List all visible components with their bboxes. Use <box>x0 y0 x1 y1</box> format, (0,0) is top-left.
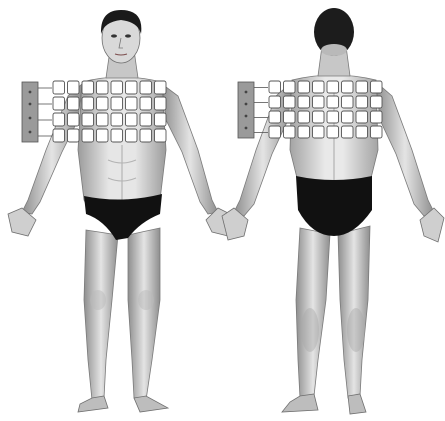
front-electrode-cell <box>53 97 65 110</box>
front-electrode-cell <box>155 129 167 142</box>
back-electrode-cell <box>327 126 339 138</box>
front-electrode-cell <box>82 129 94 142</box>
back-electrode-cell <box>356 126 368 138</box>
front-electrode-cell <box>111 97 123 110</box>
back-electrode-cell <box>327 111 339 123</box>
back-electrode-cell <box>371 81 383 93</box>
back-electrode-cell <box>313 81 325 93</box>
front-right-leg <box>128 228 160 400</box>
front-electrode-cell <box>111 129 123 142</box>
back-right-foot <box>348 394 366 414</box>
back-electrode-cell <box>342 111 354 123</box>
front-electrode-cell <box>53 81 65 94</box>
front-electrode-cell <box>140 97 152 110</box>
back-view-figure <box>222 8 444 414</box>
back-electrode-cell <box>269 96 281 108</box>
back-left-foot <box>282 394 318 412</box>
back-electrode-cell <box>342 81 354 93</box>
front-right-foot <box>134 396 168 412</box>
back-electrode-cell <box>313 111 325 123</box>
back-electrode-cell <box>313 96 325 108</box>
back-electrode-cell <box>269 111 281 123</box>
front-electrode-cell <box>126 97 138 110</box>
back-electrode-cell <box>269 81 281 93</box>
back-electrode-cell <box>313 126 325 138</box>
back-electrode-cell <box>356 96 368 108</box>
back-right-arm <box>376 82 434 216</box>
front-electrode-cell <box>155 113 167 126</box>
front-view-figure <box>8 10 230 412</box>
front-electrode-cell <box>82 113 94 126</box>
back-electrode-cell <box>371 96 383 108</box>
back-electrode-cell <box>269 126 281 138</box>
front-electrode-cell <box>97 81 109 94</box>
front-electrode-cell <box>68 113 80 126</box>
front-electrode-cell <box>68 129 80 142</box>
back-electrode-cell <box>371 126 383 138</box>
front-electrode-cell <box>155 81 167 94</box>
front-electrode-cell <box>97 113 109 126</box>
back-connector-block <box>238 82 254 138</box>
back-electrode-cell <box>327 96 339 108</box>
back-electrode-cell <box>356 111 368 123</box>
back-electrode-cell <box>342 96 354 108</box>
back-electrode-cell <box>342 126 354 138</box>
front-electrode-cell <box>140 81 152 94</box>
front-electrode-cell <box>68 81 80 94</box>
back-electrode-cell <box>298 81 310 93</box>
front-electrode-cell <box>126 113 138 126</box>
front-electrode-cell <box>53 129 65 142</box>
front-electrode-cell <box>140 129 152 142</box>
back-electrode-cell <box>327 81 339 93</box>
front-electrode-cell <box>155 97 167 110</box>
back-electrode-cell <box>284 81 296 93</box>
back-electrode-cell <box>284 96 296 108</box>
front-electrode-cell <box>111 113 123 126</box>
front-electrode-cell <box>97 97 109 110</box>
back-briefs <box>296 176 372 236</box>
front-electrode-cell <box>53 113 65 126</box>
front-electrode-cell <box>68 97 80 110</box>
front-electrode-cell <box>111 81 123 94</box>
front-left-foot <box>78 396 108 412</box>
front-left-leg <box>84 230 118 400</box>
front-right-arm <box>162 84 218 214</box>
back-electrode-cell <box>298 111 310 123</box>
back-electrode-cell <box>298 96 310 108</box>
back-electrode-cell <box>284 126 296 138</box>
front-electrode-cell <box>126 81 138 94</box>
back-electrode-cell <box>298 126 310 138</box>
front-electrode-cell <box>82 81 94 94</box>
front-electrode-cell <box>82 97 94 110</box>
back-electrode-cell <box>371 111 383 123</box>
front-electrode-cell <box>126 129 138 142</box>
front-electrode-cell <box>97 129 109 142</box>
front-electrode-cell <box>140 113 152 126</box>
back-electrode-cell <box>356 81 368 93</box>
back-electrode-cell <box>284 111 296 123</box>
